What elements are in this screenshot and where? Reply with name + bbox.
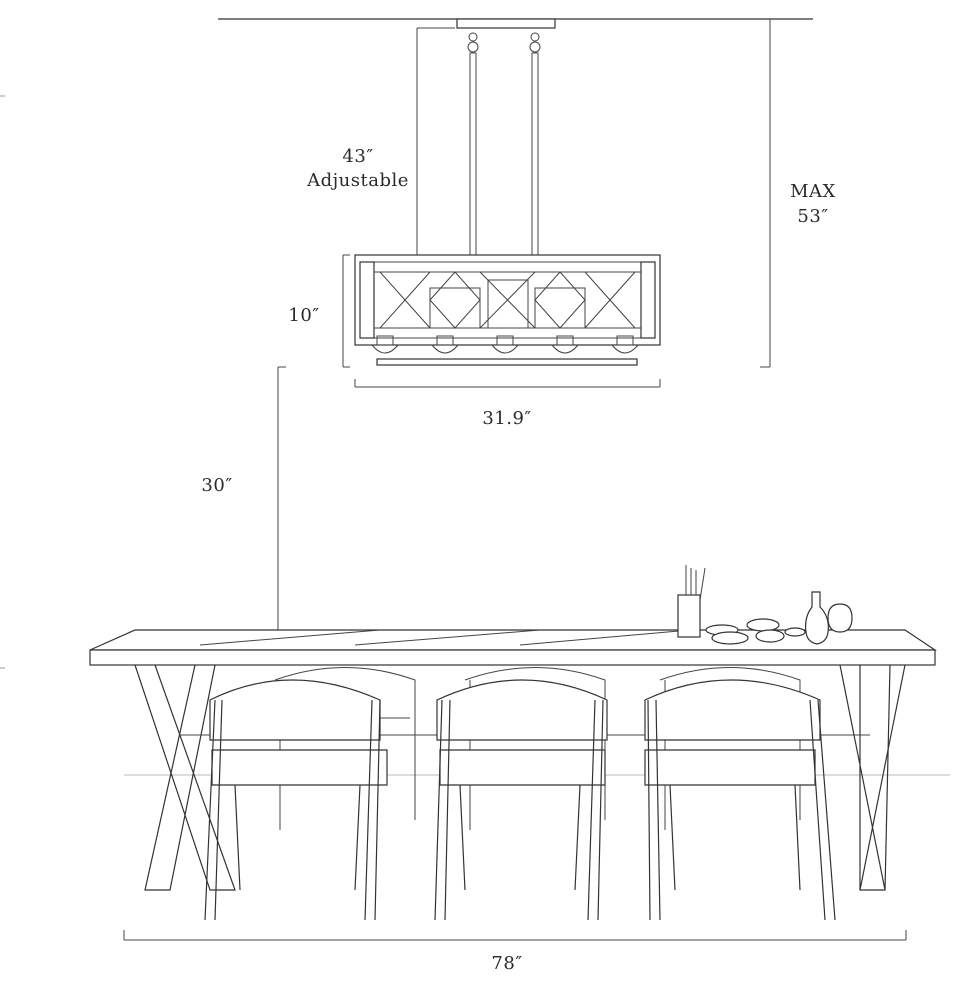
clearance-label: 30″ xyxy=(201,475,233,496)
drop-value-label: 43″ xyxy=(342,146,374,167)
front-chairs xyxy=(204,679,836,921)
table-length-label: 78″ xyxy=(491,953,523,974)
fixture-height-label: 10″ xyxy=(288,305,320,326)
chandelier-fixture xyxy=(354,254,661,366)
width-dimension-line xyxy=(354,379,661,388)
suspension-rods xyxy=(467,32,541,256)
max-label: MAX xyxy=(790,181,836,202)
length-dimension-line xyxy=(123,930,907,941)
canopy xyxy=(456,18,556,29)
fixture-width-label: 31.9″ xyxy=(482,408,532,429)
max-value-label: 53″ xyxy=(797,206,829,227)
clearance-dimension-line xyxy=(277,366,286,630)
tableware xyxy=(677,565,853,645)
height-dimension-line xyxy=(342,254,350,368)
drop-note-label: Adjustable xyxy=(307,170,409,191)
max-dimension-line xyxy=(760,19,771,368)
drop-dimension-line xyxy=(416,27,455,256)
